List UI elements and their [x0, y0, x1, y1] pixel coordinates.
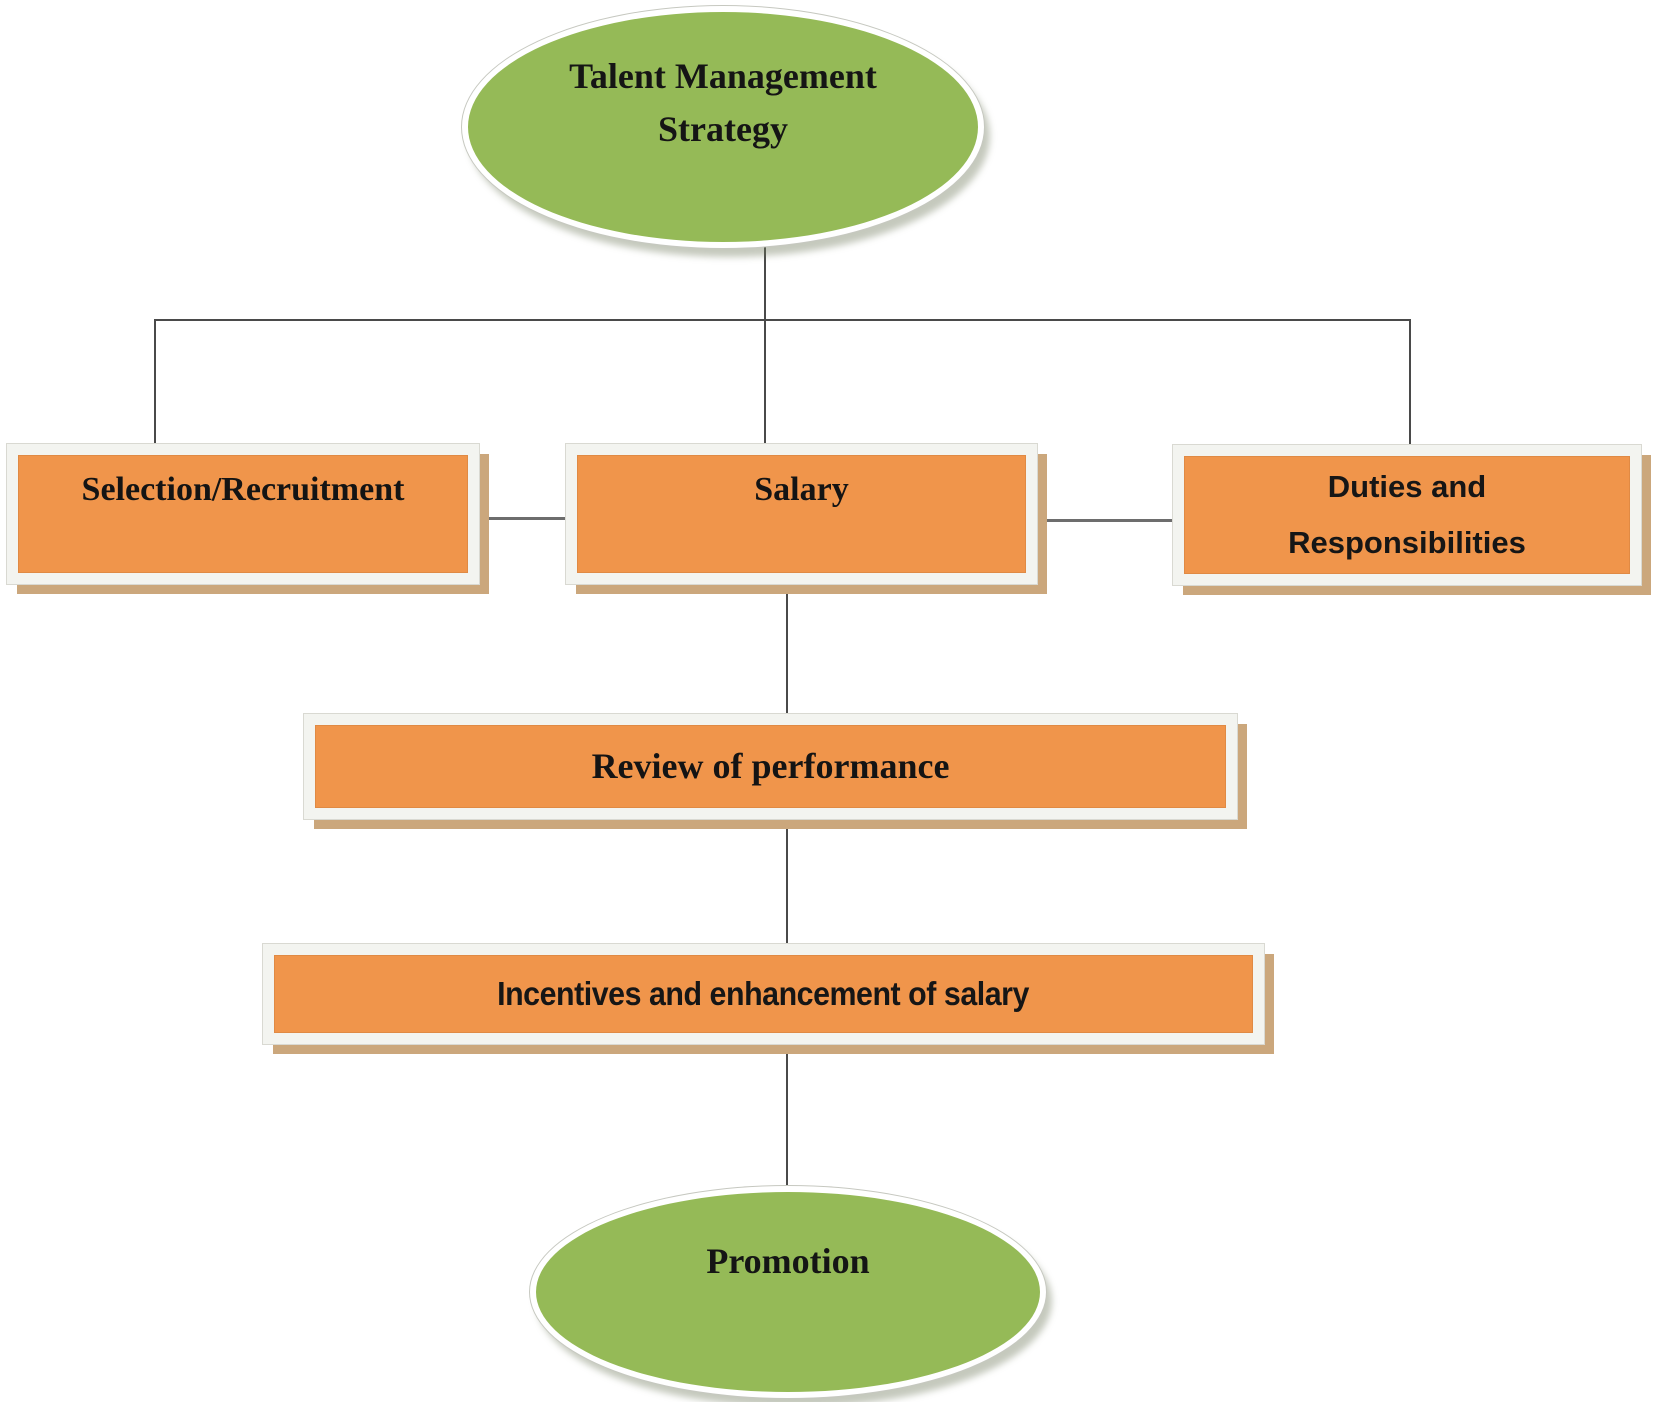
talent-management-strategy-node: Talent Management Strategy	[462, 6, 984, 248]
promotion-node: Promotion	[530, 1186, 1046, 1398]
incentives-enhancement-label: Incentives and enhancement of salary	[497, 974, 1030, 1012]
talent-management-strategy-label: Talent Management Strategy	[569, 55, 877, 149]
duties-responsibilities-node: Duties and Responsibilities	[1172, 444, 1642, 586]
promotion-label: Promotion	[706, 1241, 870, 1282]
connector-salary-to-duties	[1037, 519, 1174, 522]
salary-node: Salary	[565, 443, 1038, 585]
salary-label: Salary	[754, 471, 849, 508]
connector-selection-to-salary	[480, 517, 567, 520]
connector-branch-horizontal	[155, 319, 1411, 321]
review-of-performance-node: Review of performance	[303, 713, 1238, 820]
selection-recruitment-node: Selection/Recruitment	[6, 443, 480, 585]
connector-branch-to-selection	[154, 319, 156, 445]
duties-responsibilities-label: Duties and Responsibilities	[1288, 469, 1526, 560]
connector-review-to-incentives	[786, 828, 788, 958]
selection-recruitment-label: Selection/Recruitment	[81, 471, 405, 508]
review-of-performance-label: Review of performance	[591, 745, 950, 786]
incentives-enhancement-node: Incentives and enhancement of salary	[262, 943, 1265, 1045]
connector-branch-to-duties	[1409, 319, 1411, 447]
connector-talent-to-salary	[764, 246, 766, 450]
connector-incentives-to-promotion	[786, 1045, 788, 1188]
connector-salary-to-review	[786, 577, 788, 723]
